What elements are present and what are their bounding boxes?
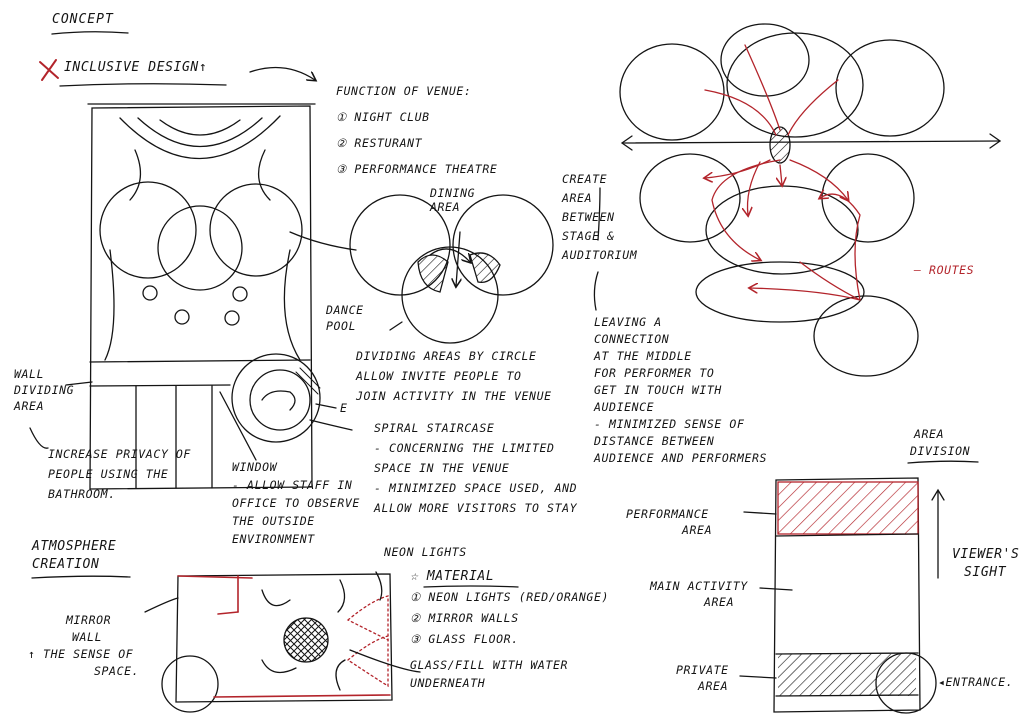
main-line-2: AREA <box>704 595 735 609</box>
dividing-areas-note: DIVIDING AREAS BY CIRCLE ALLOW INVITE PE… <box>356 346 552 406</box>
viewers-line-1: VIEWER'S <box>952 547 1020 562</box>
leaving-line-4: FOR PERFORMER TO <box>594 366 715 380</box>
leaving-line-9: AUDIENCE AND PERFORMERS <box>594 451 768 465</box>
glass-line-2: UNDERNEATH <box>410 676 486 690</box>
private-line-1: PRIVATE <box>676 663 729 677</box>
area-division-title: AREA DIVISION <box>910 426 970 460</box>
routes-arrows <box>705 44 861 301</box>
area-division-underline <box>907 460 979 464</box>
window-note: WINDOW - ALLOW STAFF IN OFFICE TO OBSERV… <box>232 458 360 548</box>
privacy-line-2: PEOPLE USING THE <box>48 467 169 481</box>
spiral-line-4: - MINIMIZED SPACE USED, AND <box>374 481 578 495</box>
area-division-line-2: DIVISION <box>910 444 971 458</box>
private-line-2: AREA <box>698 679 729 693</box>
viewers-sight-label: VIEWER'S SIGHT <box>952 546 1019 582</box>
performance-line-1: PERFORMANCE <box>626 507 709 521</box>
wall-line-3: AREA <box>14 399 45 413</box>
create-line-1: CREATE <box>562 172 608 186</box>
area-division-plan <box>739 477 945 714</box>
dining-area-label: DINING AREA <box>430 186 475 214</box>
leaving-line-6: AUDIENCE <box>594 400 655 414</box>
material-underline <box>423 585 519 588</box>
leaving-line-3: AT THE MIDDLE <box>594 349 692 363</box>
mirror-line-3: ↑ THE SENSE OF <box>28 647 134 661</box>
dance-pool-line-2: POOL <box>326 319 357 333</box>
main-activity-label: MAIN ACTIVITY AREA <box>650 578 748 610</box>
function-of-venue-block: FUNCTION OF VENUE: ① NIGHT CLUB ② RESTUR… <box>336 78 497 182</box>
window-line-5: ENVIRONMENT <box>232 532 315 546</box>
spiral-line-5: ALLOW MORE VISITORS TO STAY <box>374 501 578 515</box>
area-division-line-1: AREA <box>914 427 945 441</box>
wall-dividing-area-label: WALL DIVIDING AREA <box>14 366 74 414</box>
dining-area-line-1: DINING <box>430 186 476 200</box>
material-title: ☆ MATERIAL <box>410 569 495 584</box>
performance-area-label: PERFORMANCE AREA <box>626 506 712 538</box>
wall-line-2: DIVIDING <box>14 383 75 397</box>
mirror-wall-note: MIRROR WALL ↑ THE SENSE OF SPACE. <box>28 612 139 680</box>
create-line-5: AUDITORIUM <box>562 248 638 262</box>
window-line-3: OFFICE TO OBSERVE <box>232 496 360 510</box>
dance-pool-label: DANCE POOL <box>326 302 364 334</box>
inclusive-design-title: INCLUSIVE DESIGN↑ <box>64 60 208 75</box>
concept-title: CONCEPT <box>52 12 114 27</box>
function-of-venue-title: FUNCTION OF VENUE: <box>336 84 472 98</box>
material-item-mirror: ② MIRROR WALLS <box>410 611 519 625</box>
atmosphere-line-2: CREATION <box>32 557 100 572</box>
routes-legend: — ROUTES <box>914 263 975 277</box>
leaving-line-7: - MINIMIZED SENSE OF <box>594 417 745 431</box>
spiral-line-2: - CONCERNING THE LIMITED <box>374 441 555 455</box>
function-item-night-club: ① NIGHT CLUB <box>336 110 430 124</box>
window-line-1: WINDOW <box>232 460 278 474</box>
dividing-line-3: JOIN ACTIVITY IN THE VENUE <box>356 389 552 403</box>
leaving-line-5: GET IN TOUCH WITH <box>594 383 722 397</box>
mirror-line-2: WALL <box>72 630 103 644</box>
create-line-4: STAGE & <box>562 229 615 243</box>
privacy-note: INCREASE PRIVACY OF PEOPLE USING THE BAT… <box>48 444 191 504</box>
leaving-line-2: CONNECTION <box>594 332 670 346</box>
dividing-line-2: ALLOW INVITE PEOPLE TO <box>356 369 522 383</box>
private-area-label: PRIVATE AREA <box>676 662 729 694</box>
neon-lights-label: NEON LIGHTS <box>384 545 467 559</box>
create-line-2: AREA <box>562 191 593 205</box>
privacy-line-3: BATHROOM. <box>48 487 116 501</box>
dining-dance-diagram <box>349 194 554 344</box>
material-item-neon: ① NEON LIGHTS (RED/ORANGE) <box>410 590 609 604</box>
spiral-line-1: SPIRAL STAIRCASE <box>374 421 495 435</box>
material-item-glass: ③ GLASS FLOOR. <box>410 632 519 646</box>
function-item-restaurant: ② RESTURANT <box>336 136 423 150</box>
mirror-line-4: SPACE. <box>94 664 140 678</box>
spiral-line-3: SPACE IN THE VENUE <box>374 461 510 475</box>
window-line-2: - ALLOW STAFF IN <box>232 478 353 492</box>
atmosphere-line-1: ATMOSPHERE <box>32 539 117 554</box>
wall-line-1: WALL <box>14 367 45 381</box>
atmosphere-underline <box>31 575 131 579</box>
entrance-label: ◂ENTRANCE. <box>938 675 1014 689</box>
performance-line-2: AREA <box>682 523 713 537</box>
atmosphere-plan <box>144 571 421 713</box>
create-area-note: CREATE AREA BETWEEN STAGE & AUDITORIUM <box>562 170 637 265</box>
floor-plan <box>87 103 321 490</box>
create-line-3: BETWEEN <box>562 210 615 224</box>
dance-pool-line-1: DANCE <box>326 303 364 317</box>
leaving-connection-note: LEAVING A CONNECTION AT THE MIDDLE FOR P… <box>594 314 767 467</box>
material-block: ☆ MATERIAL ① NEON LIGHTS (RED/ORANGE) ② … <box>410 566 609 650</box>
viewers-line-2: SIGHT <box>964 565 1007 580</box>
e-marker: E <box>340 401 348 415</box>
main-line-1: MAIN ACTIVITY <box>650 579 748 593</box>
function-item-theatre: ③ PERFORMANCE THEATRE <box>336 162 498 176</box>
atmosphere-title: ATMOSPHERE CREATION <box>32 538 116 574</box>
spiral-staircase-note: SPIRAL STAIRCASE - CONCERNING THE LIMITE… <box>374 418 577 518</box>
leaving-line-1: LEAVING A <box>594 315 662 329</box>
dining-area-line-2: AREA <box>430 200 461 214</box>
window-line-4: THE OUTSIDE <box>232 514 315 528</box>
leaving-line-8: DISTANCE BETWEEN <box>594 434 715 448</box>
glass-line-1: GLASS/FILL WITH WATER <box>410 658 568 672</box>
concept-underline <box>51 31 129 35</box>
mirror-line-1: MIRROR <box>66 613 112 627</box>
dividing-line-1: DIVIDING AREAS BY CIRCLE <box>356 349 537 363</box>
privacy-line-1: INCREASE PRIVACY OF <box>48 447 191 461</box>
inclusive-underline <box>59 83 227 87</box>
glass-fill-note: GLASS/FILL WITH WATER UNDERNEATH <box>410 656 568 692</box>
